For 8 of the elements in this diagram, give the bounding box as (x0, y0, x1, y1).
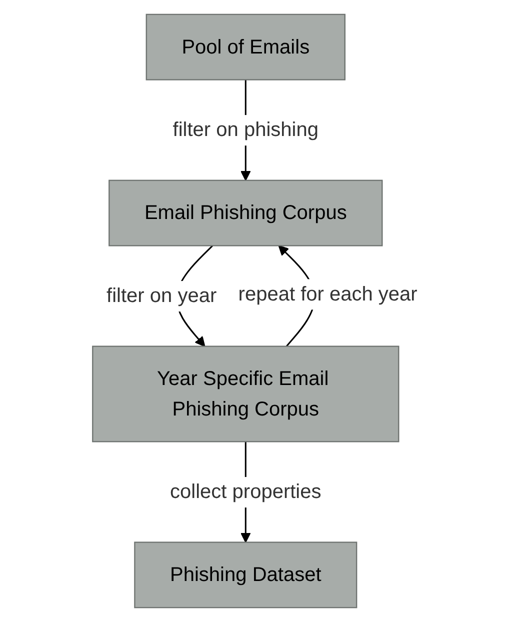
node-box: Email Phishing Corpus (108, 180, 383, 246)
edge-label: collect properties (170, 480, 322, 503)
node-box: Pool of Emails (146, 14, 346, 80)
edge-label: filter on phishing (172, 118, 319, 141)
node-box: Year Specific Email Phishing Corpus (92, 346, 400, 442)
edge-label: filter on year (106, 284, 217, 307)
edge-label: repeat for each year (238, 282, 418, 306)
node-box: Phishing Dataset (134, 542, 358, 608)
